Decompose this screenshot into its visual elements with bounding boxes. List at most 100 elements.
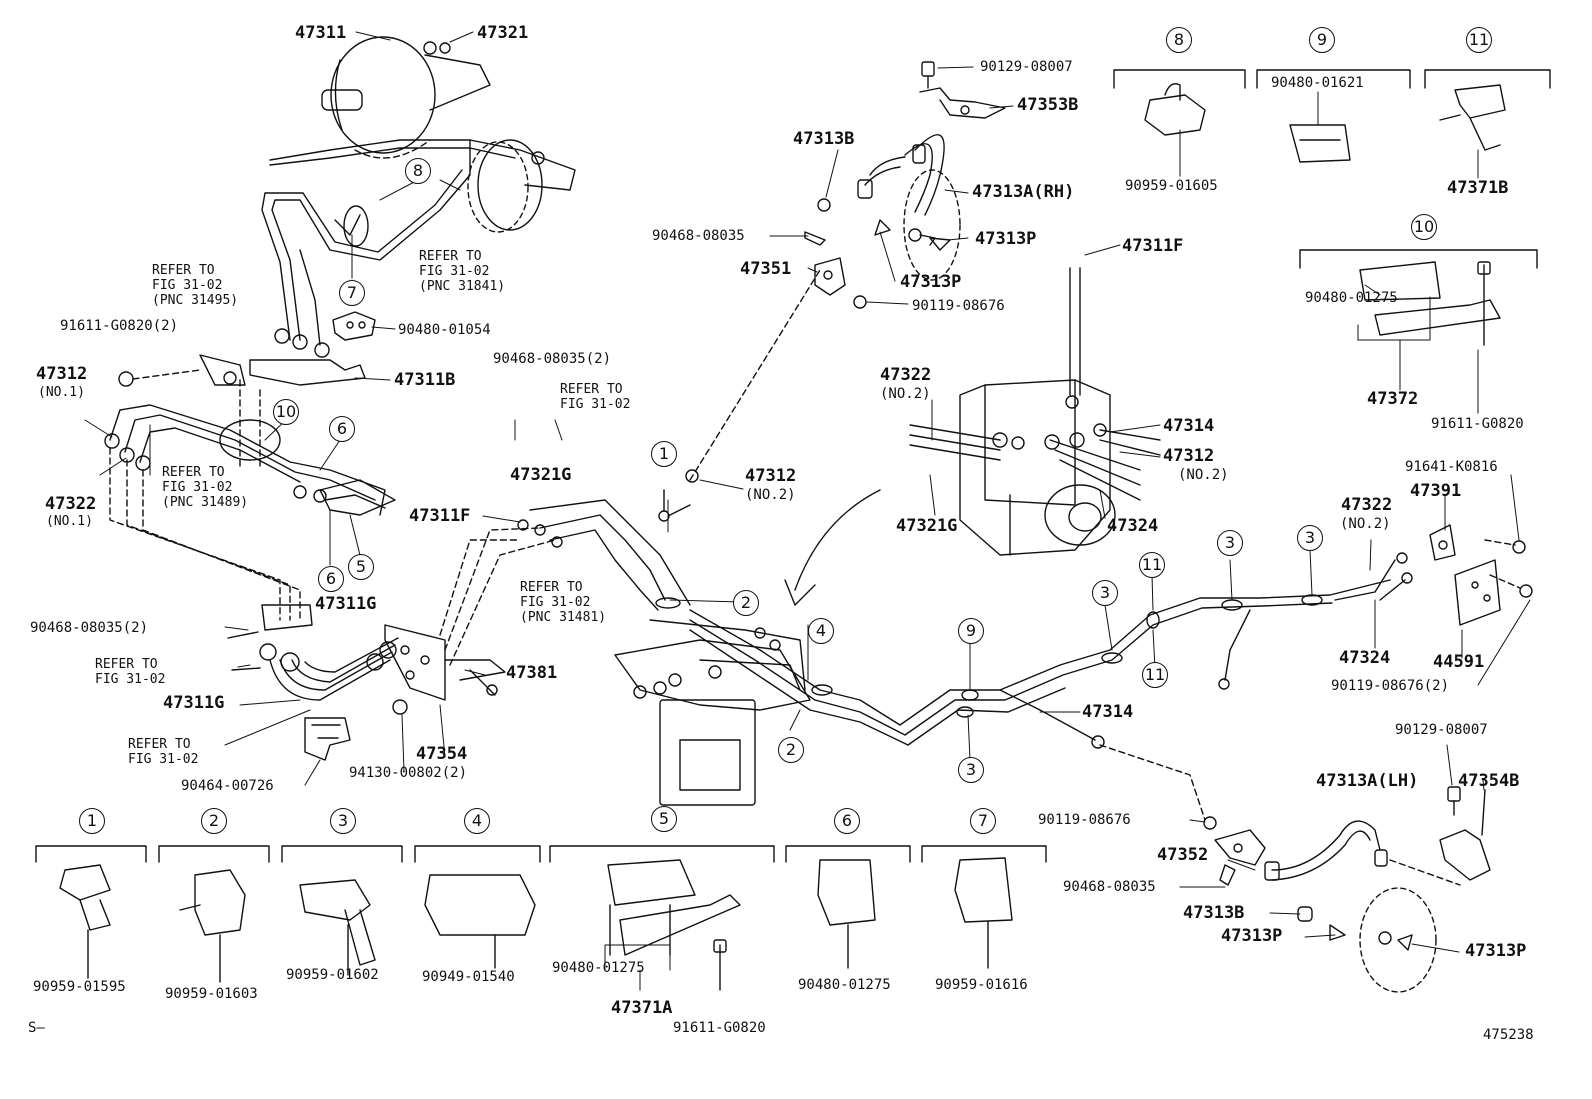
part-47313a-rh: 47313A(RH) [972,182,1075,202]
part-90959-01603: 90959-01603 [165,986,258,1002]
part-91611-g0820-5: 91611-G0820 [673,1020,766,1036]
part-90480-01621: 90480-01621 [1271,75,1364,91]
part-47354: 47354 [416,744,468,764]
part-91641-k0816: 91641-K0816 [1405,459,1498,475]
center-pipes [518,270,1390,820]
rear-flex-hose [1204,787,1490,992]
part-91611-g0820-right: 91611-G0820 [1431,416,1524,432]
part-47311: 47311 [295,23,347,43]
part-47311b: 47311B [394,370,456,390]
part-47372: 47372 [1367,389,1419,409]
part-47321g-right: 47321G [896,516,958,536]
part-47313p-bottom-right: 47313P [1465,941,1527,961]
part-47322-no1: (NO.1) [46,514,93,529]
callout-6: 6 [329,416,355,442]
callout-9-group: 9 [1309,27,1335,53]
callout-3d: 3 [1297,525,1323,551]
part-47321: 47321 [477,23,529,43]
part-90468-08035-2b: 90468-08035(2) [30,620,149,636]
part-47313b-bottom: 47313B [1183,903,1245,923]
part-47322-far: 47322 [1341,495,1393,515]
part-47312-right: 47312 [1163,446,1215,466]
part-90480-01054: 90480-01054 [398,322,491,338]
part-47313a-lh: 47313A(LH) [1316,771,1419,791]
part-47313b-top: 47313B [793,129,855,149]
part-90480-01275-5: 90480-01275 [552,960,645,976]
part-90959-01616: 90959-01616 [935,977,1028,993]
part-47314-right: 47314 [1163,416,1215,436]
part-47312-no1: (NO.1) [38,385,85,400]
refer-note-mid: REFER TO FIG 31-02 [560,382,631,412]
rear-right-bracket [1335,525,1532,625]
diagram-id: 475238 [1483,1027,1534,1043]
part-47352: 47352 [1157,845,1209,865]
part-44591: 44591 [1433,652,1485,672]
part-90119-08676-2: 90119-08676(2) [1331,678,1450,694]
part-90119-08676-bottom: 90119-08676 [1038,812,1131,828]
part-47322-left: 47322 [45,494,97,514]
part-90464-00726: 90464-00726 [181,778,274,794]
refer-note-31481: REFER TO FIG 31-02 (PNC 31481) [520,580,607,625]
part-47312-right-no2: (NO.2) [1178,467,1229,483]
part-47322-far-no2: (NO.2) [1340,516,1391,532]
lower-left-flex-bundle [228,528,555,760]
callout-11b: 11 [1142,662,1168,688]
callout-11a: 11 [1139,552,1165,578]
callout-7: 7 [339,280,365,306]
callout-3a: 3 [958,757,984,783]
corner-mark: S– [28,1020,45,1036]
part-47313p-top-left: 47313P [900,272,962,292]
part-90468-08035-top: 90468-08035 [652,228,745,244]
callout-11-group: 11 [1466,27,1492,53]
part-90480-01275-6: 90480-01275 [798,977,891,993]
part-90959-01605: 90959-01605 [1125,178,1218,194]
callout-1: 1 [651,441,677,467]
callout-3c: 3 [1217,530,1243,556]
callout-2: 2 [733,590,759,616]
part-47313p-top-right: 47313P [975,229,1037,249]
part-47312-mid: 47312 [745,466,797,486]
part-47324-far: 47324 [1339,648,1391,668]
callout-3b: 3 [1092,580,1118,606]
callout-1-group: 1 [79,808,105,834]
refer-note-31489: REFER TO FIG 31-02 (PNC 31489) [162,465,249,510]
callout-2-group: 2 [201,808,227,834]
part-47324-right: 47324 [1107,516,1159,536]
callout-8: 8 [405,158,431,184]
part-47322-right-no2: (NO.2) [880,386,931,402]
part-47311f-left: 47311F [409,506,471,526]
part-47311g-top: 47311G [315,594,377,614]
callout-5: 5 [348,554,374,580]
callout-6-group: 6 [834,808,860,834]
callout-5-group: 5 [651,806,677,832]
callout-8-group: 8 [1166,27,1192,53]
part-90119-08676-top: 90119-08676 [912,298,1005,314]
front-flex-hose [805,62,1005,308]
part-47312: 47312 [36,364,88,384]
part-94130-00802-2: 94130-00802(2) [349,765,468,781]
part-90959-01602: 90959-01602 [286,967,379,983]
part-47312-mid-no2: (NO.2) [745,487,796,503]
part-90480-01275-right: 90480-01275 [1305,290,1398,306]
callout-6b: 6 [318,566,344,592]
part-47391: 47391 [1410,481,1462,501]
part-47381: 47381 [506,663,558,683]
part-90468-08035-2a: 90468-08035(2) [493,351,612,367]
callout-10: 10 [273,399,299,425]
brake-booster-drawing [270,37,575,232]
part-47311f-right: 47311F [1122,236,1184,256]
part-47311g-bottom: 47311G [163,693,225,713]
part-90129-08007-top: 90129-08007 [980,59,1073,75]
part-47354b: 47354B [1458,771,1520,791]
part-90959-01595: 90959-01595 [33,979,126,995]
callout-7-group: 7 [970,808,996,834]
part-47313p-bottom-left: 47313P [1221,926,1283,946]
part-90129-08007-bottom: 90129-08007 [1395,722,1488,738]
part-47321g: 47321G [510,465,572,485]
callout-10-group: 10 [1411,214,1437,240]
callout-3-group: 3 [330,808,356,834]
callout-4-group: 4 [464,808,490,834]
callout-4: 4 [808,618,834,644]
part-90949-01540: 90949-01540 [422,969,515,985]
